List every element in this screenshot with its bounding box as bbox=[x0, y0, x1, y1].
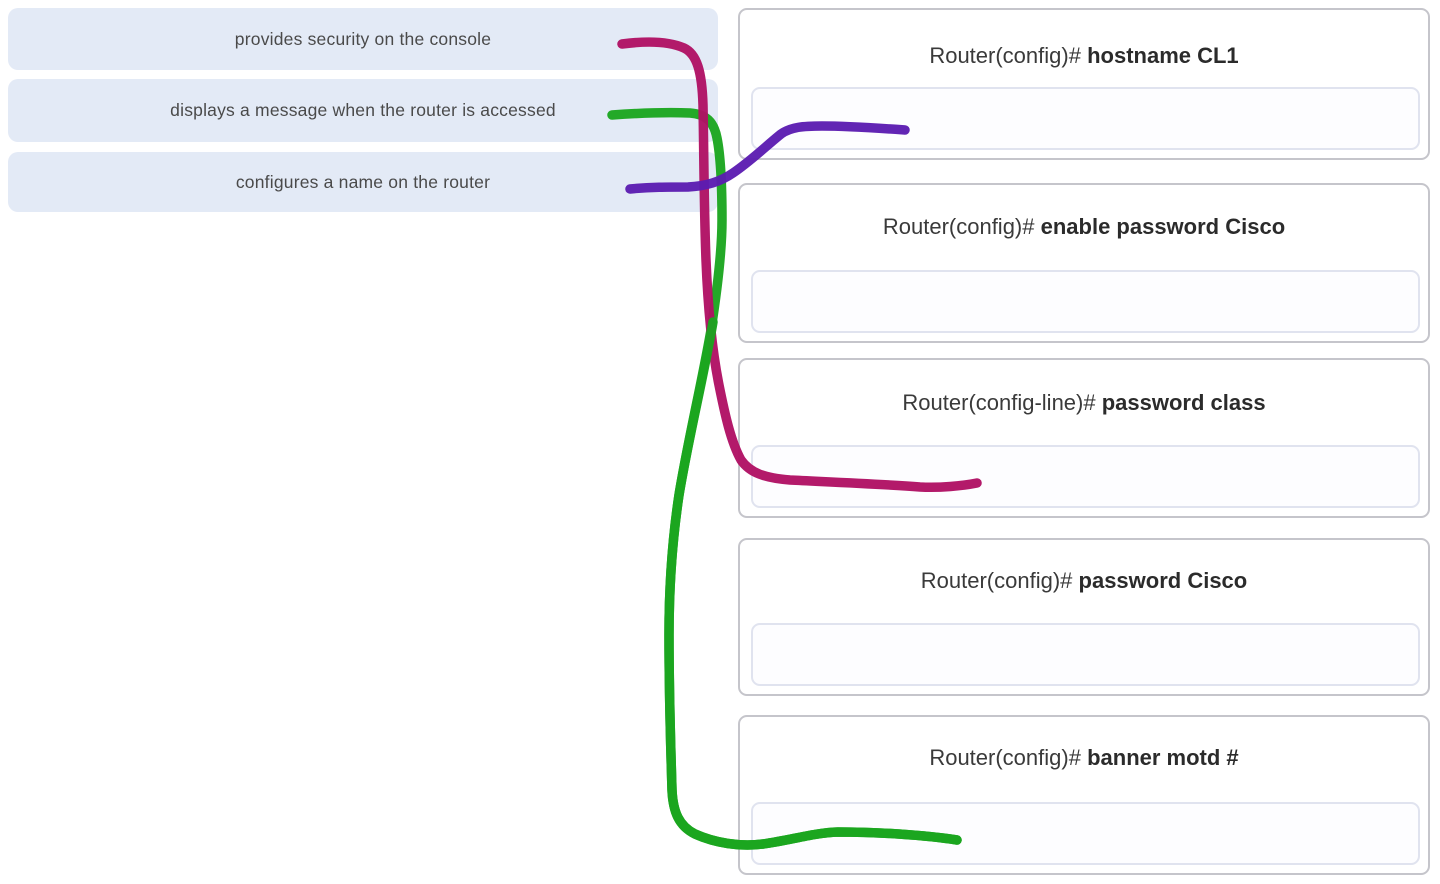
command-text: password class bbox=[1101, 390, 1266, 415]
command-title: Router(config)# banner motd # bbox=[740, 745, 1428, 771]
description-label: configures a name on the router bbox=[235, 171, 491, 192]
description-card-console-security[interactable]: provides security on the console bbox=[8, 8, 718, 70]
description-card-configure-name[interactable]: configures a name on the router bbox=[8, 152, 718, 212]
drop-zone-banner-motd[interactable] bbox=[751, 802, 1420, 865]
command-box-banner-motd: Router(config)# banner motd # bbox=[738, 715, 1430, 875]
command-title: Router(config)# password Cisco bbox=[740, 568, 1428, 594]
command-box-password-class: Router(config-line)# password class bbox=[738, 358, 1430, 518]
command-prompt: Router(config-line)# bbox=[902, 390, 1102, 415]
command-text: enable password Cisco bbox=[1040, 214, 1286, 239]
command-title: Router(config)# hostname CL1 bbox=[740, 43, 1428, 69]
command-box-password-cisco: Router(config)# password Cisco bbox=[738, 538, 1430, 696]
drop-zone-password-class[interactable] bbox=[751, 445, 1420, 508]
description-label: displays a message when the router is ac… bbox=[170, 100, 556, 120]
command-title: Router(config)# enable password Cisco bbox=[740, 214, 1428, 240]
command-text: banner motd # bbox=[1087, 745, 1239, 770]
command-prompt: Router(config)# bbox=[929, 43, 1088, 68]
command-box-enable-password: Router(config)# enable password Cisco bbox=[738, 183, 1430, 343]
command-prompt: Router(config)# bbox=[929, 745, 1088, 770]
drop-zone-password-cisco[interactable] bbox=[751, 623, 1420, 686]
command-title: Router(config-line)# password class bbox=[740, 390, 1428, 416]
command-prompt: Router(config)# bbox=[882, 214, 1041, 239]
drop-zone-hostname[interactable] bbox=[751, 87, 1420, 150]
command-box-hostname: Router(config)# hostname CL1 bbox=[738, 8, 1430, 160]
description-card-display-message[interactable]: displays a message when the router is ac… bbox=[8, 79, 718, 142]
command-text: password Cisco bbox=[1078, 568, 1248, 593]
command-text: hostname CL1 bbox=[1087, 43, 1239, 68]
command-prompt: Router(config)# bbox=[920, 568, 1079, 593]
drop-zone-enable-password[interactable] bbox=[751, 270, 1420, 333]
description-label: provides security on the console bbox=[234, 28, 492, 49]
